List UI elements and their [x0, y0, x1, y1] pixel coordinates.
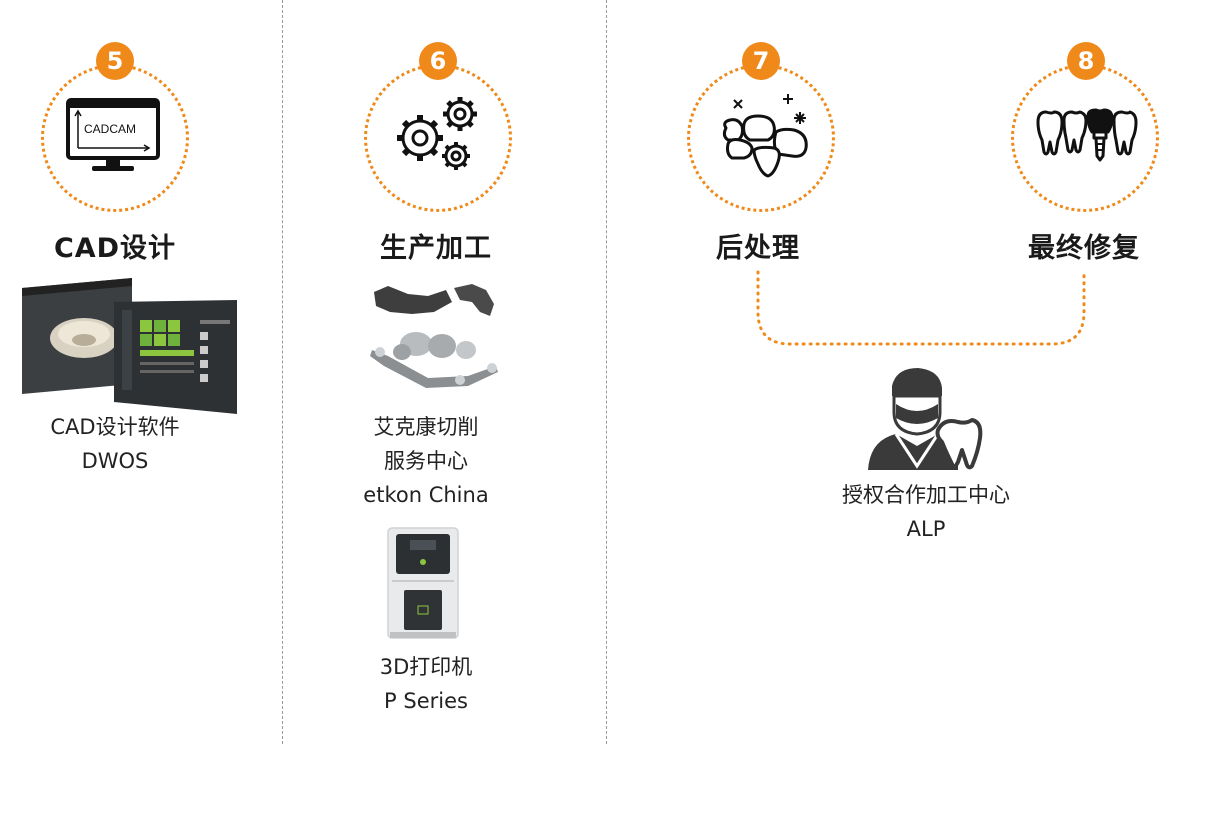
teeth-implant-icon [1034, 108, 1138, 168]
milled-restorations-image [368, 282, 504, 404]
printer-caption: 3D打印机 P Series [306, 650, 546, 718]
gears-icon [390, 94, 486, 182]
printer-line2: P Series [384, 689, 468, 713]
column-divider-1 [282, 0, 283, 744]
stage-7-badge: 7 [742, 42, 780, 80]
stage-8-title: 最终修复 [1028, 233, 1140, 264]
milling-line3: etkon China [363, 483, 489, 507]
cad-monitor-icon [66, 96, 162, 180]
stage-6-title: 生产加工 [380, 233, 492, 264]
stage-5-badge: 5 [96, 42, 134, 80]
column-divider-2 [606, 0, 607, 744]
polishing-teeth-icon [716, 92, 812, 184]
3d-printer-image [386, 526, 462, 646]
alp-caption: 授权合作加工中心 ALP [806, 478, 1046, 546]
alp-line1: 授权合作加工中心 [842, 483, 1010, 507]
alp-line2: ALP [906, 517, 946, 541]
cad-software-screenshot [22, 278, 240, 422]
stage-8-ring [1011, 64, 1159, 212]
cad-software-line1: CAD设计软件 [50, 415, 180, 439]
stage-6-badge: 6 [419, 42, 457, 80]
milling-line2: 服务中心 [384, 449, 468, 473]
milling-line1: 艾克康切削 [373, 415, 479, 439]
cad-icon-label: CADCAM [84, 122, 137, 136]
stage-8-badge: 8 [1067, 42, 1105, 80]
cad-software-line2: DWOS [81, 449, 149, 473]
dentist-icon [866, 366, 984, 476]
printer-line1: 3D打印机 [379, 655, 473, 679]
stage-5-title: CAD设计 [53, 233, 177, 264]
stage-7-title: 后处理 [716, 233, 800, 264]
cad-software-caption: CAD设计软件 DWOS [0, 410, 235, 478]
milling-caption: 艾克康切削 服务中心 etkon China [306, 410, 546, 512]
